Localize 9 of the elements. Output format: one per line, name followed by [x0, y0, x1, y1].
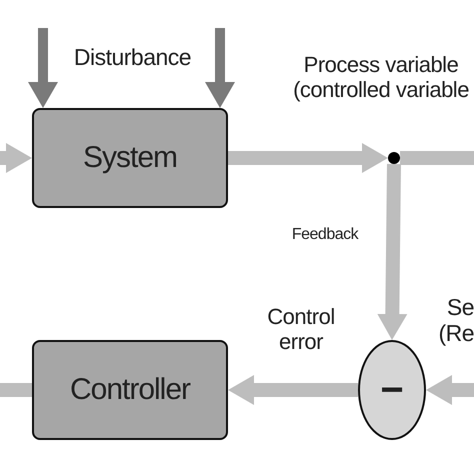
process-box: Controller	[32, 340, 228, 440]
node-label: Process variable (controlled variable	[292, 52, 470, 103]
summing-junction: −	[358, 340, 426, 440]
diagram-label: Se (Re	[437, 294, 474, 347]
connector-line	[400, 151, 474, 165]
junction-dot	[388, 152, 400, 164]
diagram-label: Disturbance	[72, 44, 192, 70]
process-box: System	[32, 108, 228, 208]
connector-line	[0, 383, 32, 397]
